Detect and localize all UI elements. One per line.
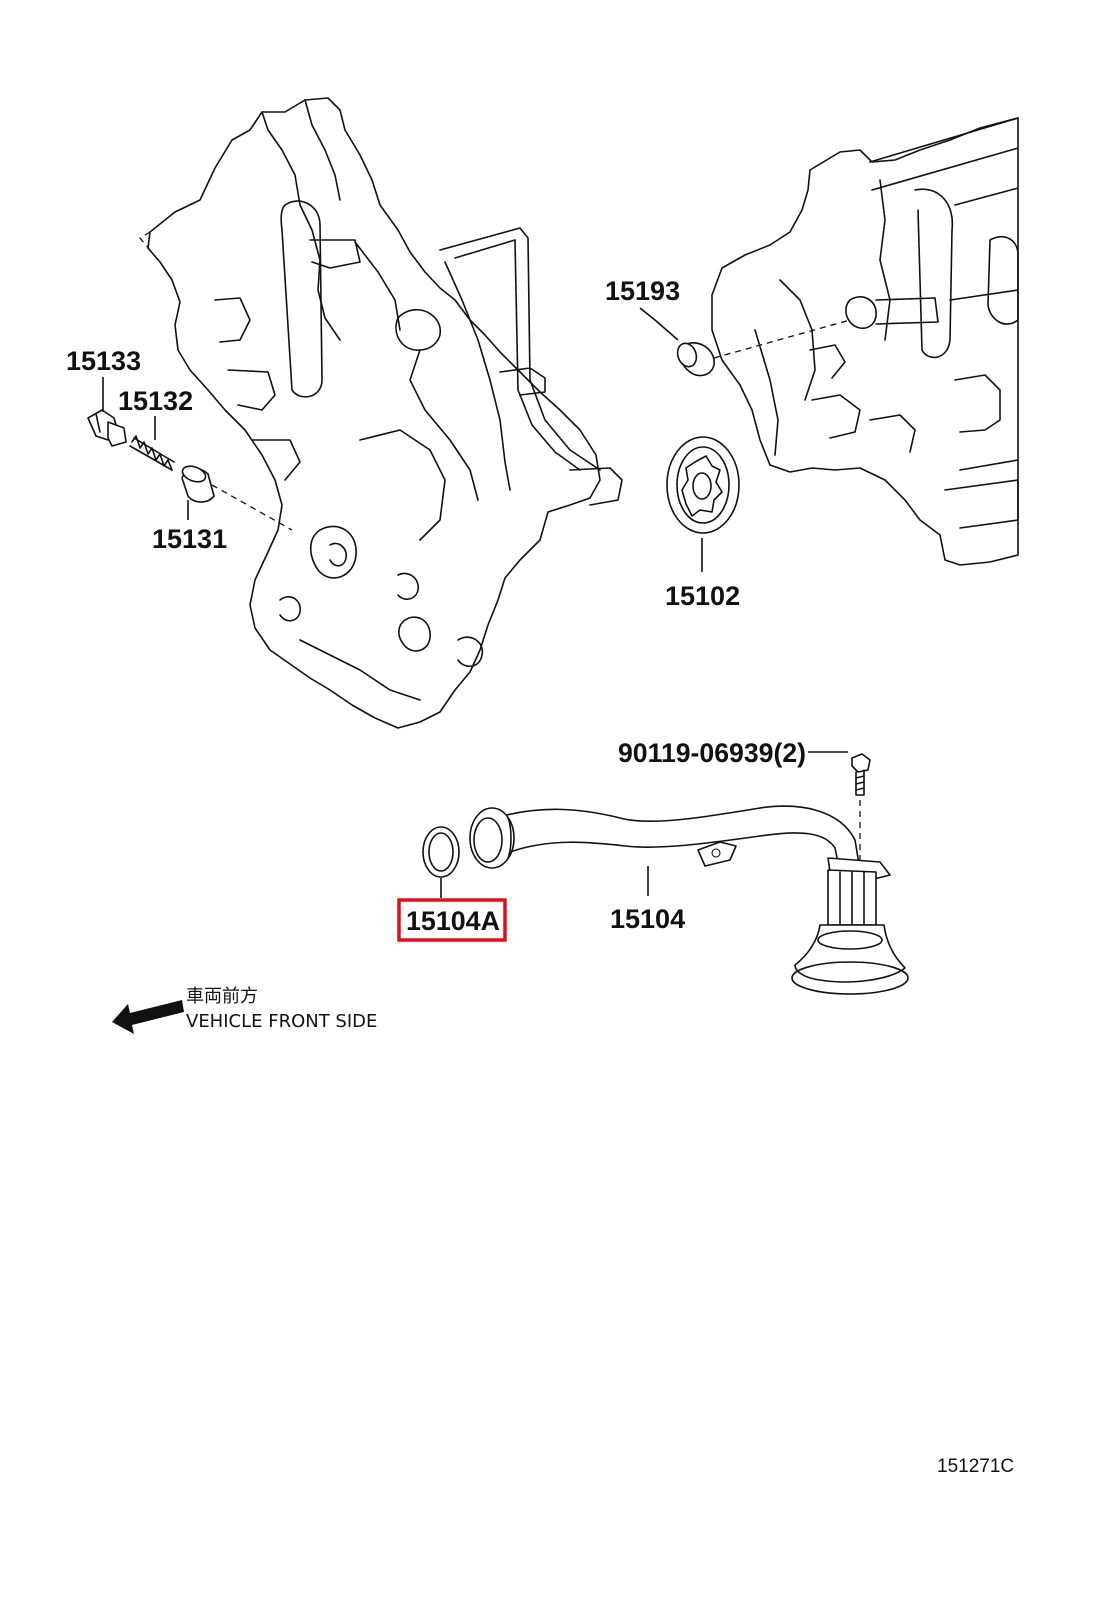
- part-label-15193[interactable]: 15193: [605, 276, 680, 306]
- part-15132-spring: [129, 435, 175, 471]
- part-label-15104[interactable]: 15104: [610, 904, 685, 934]
- diagram-code: 151271C: [937, 1456, 1014, 1477]
- highlight-box-15104a: [397, 898, 507, 942]
- vehicle-front-arrow-icon: [112, 1000, 184, 1034]
- part-15193-bushing: [676, 319, 851, 377]
- part-label-90119-06939[interactable]: 90119-06939(2): [618, 738, 806, 768]
- timing-cover-drawing: [139, 97, 623, 729]
- part-15102-pump-rotor: [666, 436, 740, 534]
- part-15133-plug: [87, 409, 127, 447]
- part-label-15131[interactable]: 15131: [152, 524, 227, 554]
- part-15104a-gasket: [422, 826, 460, 878]
- part-label-15104a[interactable]: 15104A: [406, 906, 500, 936]
- part-label-15133[interactable]: 15133: [66, 346, 141, 376]
- part-label-15102[interactable]: 15102: [665, 581, 740, 611]
- part-90119-bolt: [851, 753, 871, 860]
- part-15104-strainer: [469, 805, 909, 995]
- leader-lines: [102, 307, 848, 898]
- part-15131-plunger: [181, 465, 293, 531]
- direction-note-english: VEHICLE FRONT SIDE: [186, 1011, 377, 1032]
- part-label-15132[interactable]: 15132: [118, 386, 193, 416]
- engine-block-drawing: [711, 117, 1019, 566]
- direction-note-japanese: 車両前方: [186, 986, 258, 1007]
